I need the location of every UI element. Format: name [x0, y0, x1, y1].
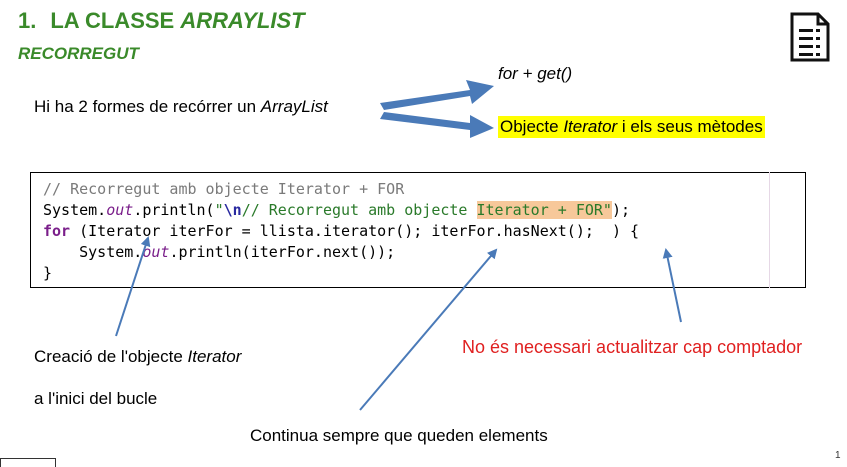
code-body-line: System.out.println(iterFor.next());	[43, 243, 395, 261]
annotation-creation-prefix: Creació de l'objecte	[34, 347, 183, 366]
code-token: System.	[43, 201, 107, 219]
code-token: .println(	[133, 201, 215, 219]
code-token: // Recorregut amb objecte	[241, 201, 477, 219]
code-indent	[43, 243, 79, 261]
title-class-name: ARRAYLIST	[180, 8, 305, 33]
creative-commons-badge	[0, 458, 56, 467]
code-comment-line: // Recorregut amb objecte Iterator + FOR	[43, 180, 405, 198]
page-number: 1	[835, 450, 841, 461]
intro-prefix: Hi ha 2 formes de recórrer un	[34, 97, 257, 116]
document-list-icon	[790, 12, 830, 62]
option-iterator-prefix: Objecte	[500, 117, 559, 136]
fork-arrow-icon	[380, 80, 494, 138]
code-token: .println(iterFor.next());	[169, 243, 396, 261]
code-token: \n	[223, 201, 242, 219]
title-text: LA CLASSE	[50, 8, 175, 33]
slide-subtitle: RECORREGUT	[18, 44, 139, 63]
code-block: // Recorregut amb objecte Iterator + FOR…	[30, 172, 806, 288]
code-for-line: for (Iterator iterFor = llista.iterator(…	[43, 222, 639, 240]
annotation-continue: Continua sempre que queden elements	[250, 426, 548, 445]
code-token: out	[106, 201, 134, 219]
intro-text: Hi ha 2 formes de recórrer un ArrayList	[34, 97, 328, 117]
code-token: "	[214, 201, 224, 219]
option-iterator: Objecte Iterator i els seus mètodes	[498, 116, 765, 138]
code-println-line: System.out.println("\n// Recorregut amb …	[43, 201, 630, 219]
intro-class-name: ArrayList	[260, 97, 328, 116]
option-for-get: for + get()	[498, 64, 573, 83]
code-token: System.	[79, 243, 143, 261]
slide-title: 1. LA CLASSE ARRAYLIST	[18, 8, 305, 34]
annotation-creation-line2: a l'inici del bucle	[34, 389, 158, 408]
annotation-creation-italic: Iterator	[187, 347, 242, 366]
code-token: );	[611, 201, 631, 219]
code-close-line: }	[43, 264, 53, 282]
code-token: out	[142, 243, 170, 261]
annotation-creation: Creació de l'objecte Iterator	[34, 347, 241, 367]
option-iterator-italic: Iterator	[563, 117, 618, 136]
code-keyword: for	[43, 222, 71, 240]
code-margin-line	[769, 172, 770, 288]
code-highlight: Iterator + FOR"	[476, 201, 612, 219]
code-token: (Iterator iterFor = llista.iterator(); i…	[70, 222, 640, 240]
annotation-no-counter: No és necessari actualitzar cap comptado…	[462, 337, 803, 357]
option-iterator-suffix: i els seus mètodes	[621, 117, 763, 136]
section-number: 1.	[18, 8, 37, 33]
